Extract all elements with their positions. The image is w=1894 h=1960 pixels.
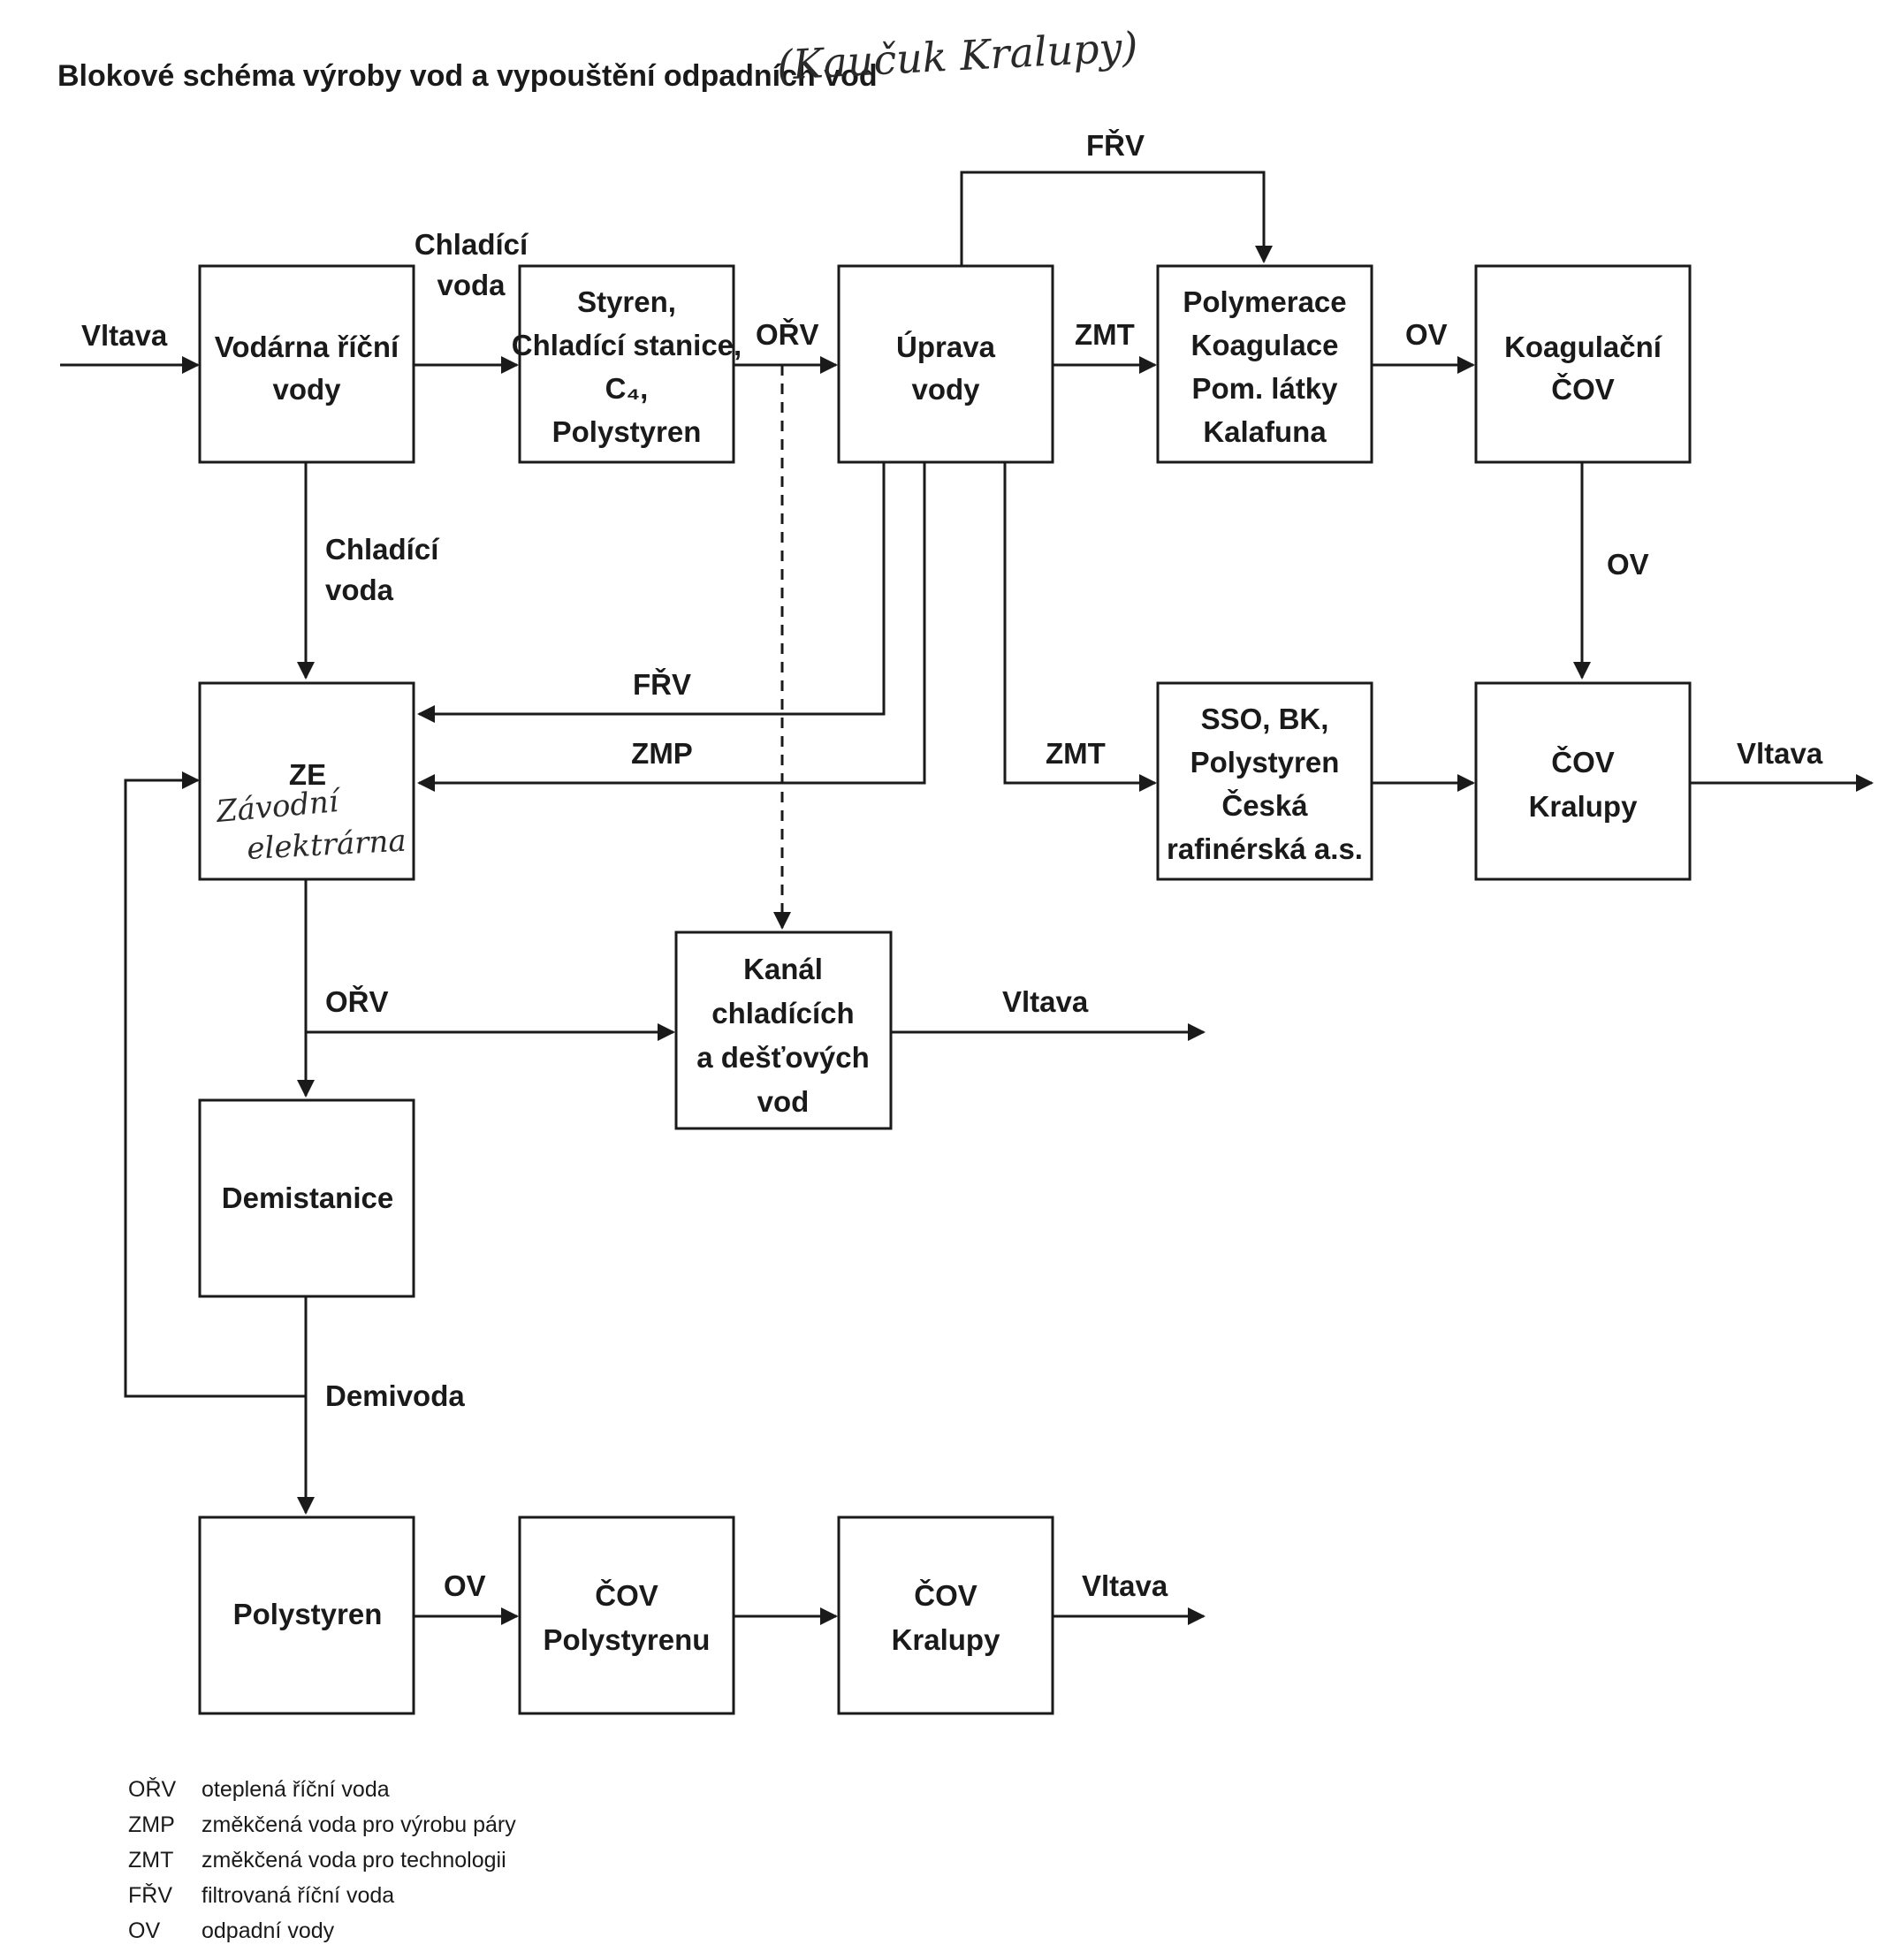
label-vltava-kanal: Vltava <box>1002 985 1089 1018</box>
svg-text:ZE: ZE <box>289 758 326 791</box>
svg-text:Koagulace: Koagulace <box>1191 329 1339 361</box>
box-styren: Styren, Chladící stanice, C₄, Polystyren <box>512 264 742 464</box>
box-demistanice: Demistanice <box>198 1098 415 1298</box>
svg-text:Polystyren: Polystyren <box>1190 746 1340 779</box>
svg-text:C₄,: C₄, <box>605 372 649 405</box>
diagram-title: Blokové schéma výroby vod a vypouštění o… <box>57 59 878 93</box>
legend-text-ov: odpadní vody <box>202 1918 335 1943</box>
label-zmt-top: ZMT <box>1075 318 1135 351</box>
label-frv-mid: FŘV <box>633 668 691 701</box>
svg-text:Demistanice: Demistanice <box>222 1181 393 1214</box>
svg-text:ČOV: ČOV <box>1551 372 1615 406</box>
svg-text:Kalafuna: Kalafuna <box>1203 415 1327 448</box>
label-vltava-right: Vltava <box>1737 737 1823 770</box>
legend-abbr-frv: FŘV <box>128 1882 172 1908</box>
label-zmt-mid: ZMT <box>1046 737 1106 770</box>
svg-text:SSO, BK,: SSO, BK, <box>1201 703 1329 735</box>
box-ze: ZE <box>198 681 415 881</box>
legend-text-zmt: změkčená voda pro technologii <box>202 1848 506 1873</box>
label-demivoda: Demivoda <box>325 1379 465 1412</box>
label-ov-top: OV <box>1405 318 1448 351</box>
svg-text:Kralupy: Kralupy <box>892 1623 1001 1656</box>
svg-text:ČOV: ČOV <box>595 1578 658 1612</box>
arrow-frv-to-ze <box>417 462 886 723</box>
svg-text:rafinérská a.s.: rafinérská a.s. <box>1167 832 1363 865</box>
svg-text:Pom. látky: Pom. látky <box>1191 372 1338 405</box>
svg-text:Česká: Česká <box>1221 788 1308 822</box>
arrow-zmt-to-sso <box>1003 462 1157 792</box>
svg-text:Polystyrenu: Polystyrenu <box>544 1623 711 1656</box>
label-orv-mid: OŘV <box>325 985 389 1018</box>
box-polymerace: Polymerace Koagulace Pom. látky Kalafuna <box>1156 264 1373 464</box>
handwritten-note: (Kaučuk Kralupy) <box>776 23 1139 89</box>
svg-text:Polystyren: Polystyren <box>233 1598 383 1630</box>
svg-text:a dešťových: a dešťových <box>696 1041 870 1074</box>
label-zmp-mid: ZMP <box>631 737 693 770</box>
arrow-demivoda-to-ze <box>124 771 306 1398</box>
svg-text:Koagulační: Koagulační <box>1504 330 1663 363</box>
box-cov-kralupy-bottom: ČOV Kralupy <box>837 1516 1054 1715</box>
connections <box>60 171 1874 1625</box>
svg-text:Úprava: Úprava <box>896 330 996 363</box>
label-chladici-voda-top-2: voda <box>437 269 506 301</box>
box-kanal: Kanál chladících a dešťových vod <box>674 931 893 1130</box>
svg-text:Chladící stanice,: Chladící stanice, <box>512 329 742 361</box>
legend-text-zmp: změkčená voda pro výrobu páry <box>202 1812 516 1837</box>
arrow-frv-to-polymerace <box>960 171 1273 265</box>
label-orv-top: OŘV <box>756 318 819 351</box>
legend-abbr-zmp: ZMP <box>128 1812 175 1837</box>
box-vodarna: Vodárna říční vody <box>198 264 415 464</box>
legend-abbr-ov: OV <box>128 1918 160 1943</box>
legend-abbr-zmt: ZMT <box>128 1848 173 1873</box>
box-sso: SSO, BK, Polystyren Česká rafinérská a.s… <box>1156 681 1373 881</box>
label-ov-right: OV <box>1607 548 1649 581</box>
box-uprava: Úprava vody <box>837 264 1054 464</box>
label-ov-bottom: OV <box>444 1569 486 1602</box>
label-vltava-in: Vltava <box>81 319 168 352</box>
svg-text:ČOV: ČOV <box>914 1578 977 1612</box>
svg-text:Polystyren: Polystyren <box>552 415 702 448</box>
arrow-zmp-to-ze <box>417 462 926 792</box>
legend-text-orv: oteplená říční voda <box>202 1777 390 1802</box>
svg-text:Styren,: Styren, <box>577 285 676 318</box>
label-frv-top: FŘV <box>1086 129 1145 162</box>
svg-text:vody: vody <box>272 373 341 406</box>
label-chladici-voda-top-1: Chladící <box>415 228 529 261</box>
svg-text:chladících: chladících <box>711 997 854 1029</box>
flow-labels: Vltava Chladící voda OŘV FŘV ZMT OV Chla… <box>81 129 1823 1602</box>
legend: OŘV oteplená říční voda ZMP změkčená vod… <box>128 1776 516 1943</box>
label-chladici-voda-left-2: voda <box>325 574 394 606</box>
label-vltava-bottom: Vltava <box>1082 1569 1168 1602</box>
svg-text:vod: vod <box>757 1085 810 1118</box>
legend-text-frv: filtrovaná říční voda <box>202 1883 394 1908</box>
handwritten-ze-2: elektrárna <box>246 824 407 867</box>
box-cov-polystyrenu: ČOV Polystyrenu <box>518 1516 735 1715</box>
svg-text:Vodárna říční: Vodárna říční <box>215 330 400 363</box>
svg-text:Polymerace: Polymerace <box>1183 285 1346 318</box>
svg-text:Kralupy: Kralupy <box>1529 790 1639 823</box>
legend-abbr-orv: OŘV <box>128 1776 177 1802</box>
label-chladici-voda-left-1: Chladící <box>325 533 440 566</box>
box-koagulacni-cov: Koagulační ČOV <box>1474 264 1692 464</box>
box-polystyren: Polystyren <box>198 1516 415 1715</box>
svg-text:vody: vody <box>911 373 980 406</box>
svg-text:ČOV: ČOV <box>1551 745 1615 779</box>
box-cov-kralupy-top: ČOV Kralupy <box>1474 681 1692 881</box>
svg-text:Kanál: Kanál <box>743 953 823 985</box>
